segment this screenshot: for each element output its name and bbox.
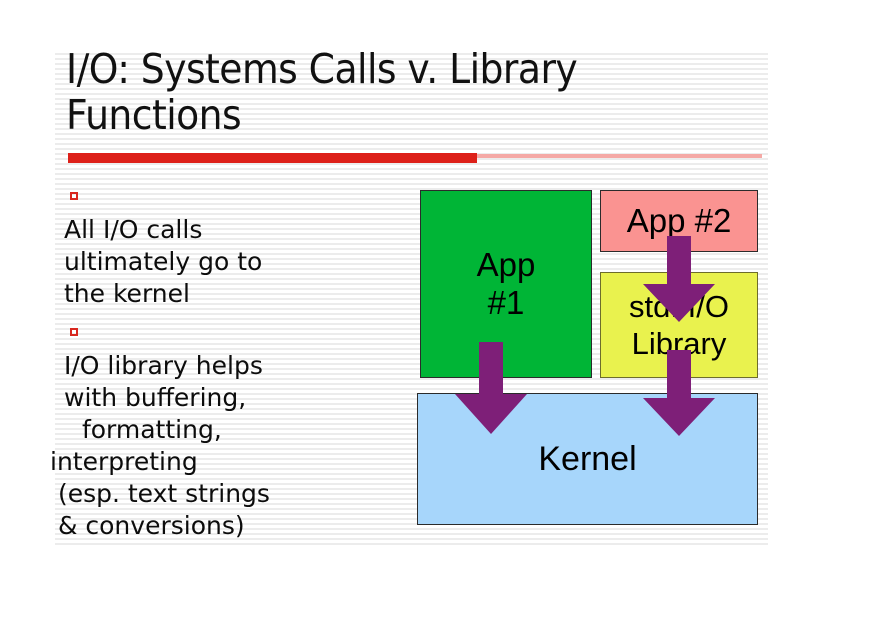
diagram-box-kernel-label: Kernel xyxy=(538,440,637,478)
arrow-down-icon-stdio-to-kernel xyxy=(643,350,715,436)
square-outline-bullet-icon xyxy=(70,328,78,336)
bullet-text-line: the kernel xyxy=(64,279,190,308)
diagram-box-app1-label: App #1 xyxy=(476,246,536,321)
bullet-text-line: interpreting xyxy=(50,447,198,476)
bullet-list: All I/O calls ultimately go to the kerne… xyxy=(50,182,414,550)
diagram-box-app2[interactable]: App #2 xyxy=(600,190,758,252)
arrow-down-icon-app2-to-stdio xyxy=(643,236,715,322)
bullet-text-line: with buffering, xyxy=(64,383,247,412)
bullet-text-line: All I/O calls xyxy=(64,215,203,244)
title-divider xyxy=(68,152,762,164)
page-title: I/O: Systems Calls v. Library Functions xyxy=(66,45,578,139)
square-outline-bullet-icon xyxy=(70,192,78,200)
list-item-text: I/O library helps with buffering, format… xyxy=(50,350,414,542)
bullet-text-line: I/O library helps xyxy=(64,351,263,380)
list-item: All I/O calls ultimately go to the kerne… xyxy=(64,182,414,310)
bullet-text-line: ultimately go to xyxy=(64,247,263,276)
diagram-box-app1[interactable]: App #1 xyxy=(420,190,592,378)
title-divider-thick-line xyxy=(68,153,477,163)
title-block: I/O: Systems Calls v. Library Functions xyxy=(66,46,766,138)
list-item-text: All I/O calls ultimately go to the kerne… xyxy=(64,214,414,310)
bullet-text-line: (esp. text strings xyxy=(50,479,270,508)
list-item: I/O library helps with buffering, format… xyxy=(50,318,414,542)
diagram-box-kernel[interactable]: Kernel xyxy=(417,393,758,525)
bullet-text-line: formatting, xyxy=(74,415,222,444)
diagram-box-app2-label: App #2 xyxy=(626,202,732,239)
bullet-text-line: & conversions) xyxy=(50,511,245,540)
arrow-down-icon-app1-to-kernel xyxy=(455,342,527,434)
